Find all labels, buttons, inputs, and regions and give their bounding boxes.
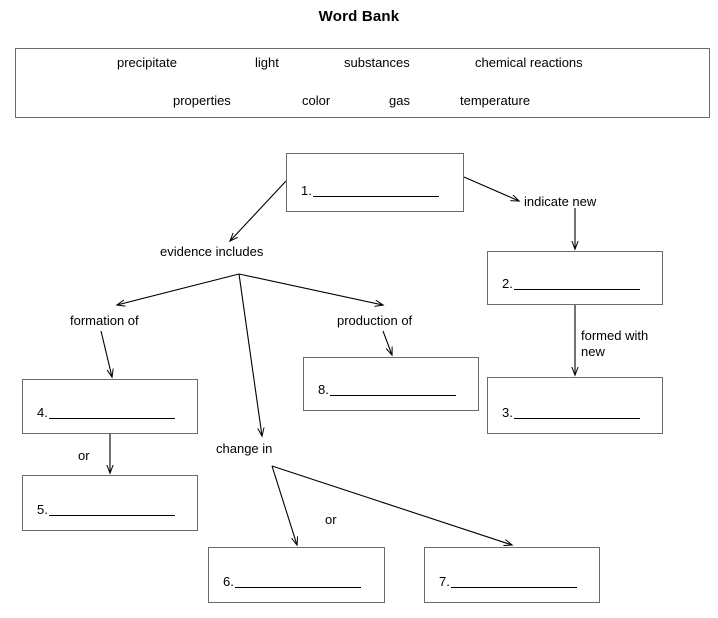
arrow-formation-to-node4: [100, 330, 112, 377]
answer-number-7: 7.: [439, 574, 450, 589]
answer-number-1: 1.: [301, 183, 312, 198]
answer-box-5[interactable]: 5.: [22, 475, 198, 531]
answer-number-5: 5.: [37, 502, 48, 517]
answer-box-4[interactable]: 4.: [22, 379, 198, 434]
label-production-of: production of: [337, 313, 413, 328]
answer-blank-6[interactable]: [234, 576, 361, 588]
label-formation-of: formation of: [70, 313, 139, 328]
label-evidence-includes: evidence includes: [160, 244, 264, 259]
answer-blank-3[interactable]: [513, 407, 640, 419]
answer-field-6[interactable]: 6.: [223, 575, 361, 588]
label-or-bottom: or: [325, 512, 337, 527]
answer-field-3[interactable]: 3.: [502, 406, 640, 419]
arrow-production-to-node8: [382, 330, 392, 355]
arrow-node1-to-evidence: [230, 180, 287, 241]
word-bank-word-chemical-reactions[interactable]: chemical reactions: [475, 55, 583, 70]
arrow-change-in-to-node6: [271, 465, 297, 545]
word-bank-word-substances[interactable]: substances: [344, 55, 410, 70]
page-title: Word Bank: [318, 8, 400, 25]
word-bank-word-gas[interactable]: gas: [389, 93, 410, 108]
answer-blank-5[interactable]: [48, 504, 175, 516]
arrow-evidence-to-production: [238, 273, 383, 305]
word-bank-box: [15, 48, 710, 118]
answer-number-2: 2.: [502, 276, 513, 291]
arrow-evidence-to-change-in: [238, 273, 262, 436]
answer-number-6: 6.: [223, 574, 234, 589]
arrow-node1-to-indicate-new: [463, 176, 519, 201]
word-bank-word-properties[interactable]: properties: [173, 93, 231, 108]
label-formed-with-new: formed with new: [581, 328, 649, 359]
answer-blank-2[interactable]: [513, 278, 640, 290]
answer-box-1[interactable]: 1.: [286, 153, 464, 212]
answer-blank-8[interactable]: [329, 384, 456, 396]
label-or-left: or: [78, 448, 90, 463]
answer-blank-7[interactable]: [450, 576, 577, 588]
answer-number-4: 4.: [37, 405, 48, 420]
answer-blank-4[interactable]: [48, 407, 175, 419]
answer-field-1[interactable]: 1.: [301, 184, 439, 197]
answer-box-6[interactable]: 6.: [208, 547, 385, 603]
answer-box-3[interactable]: 3.: [487, 377, 663, 434]
answer-box-8[interactable]: 8.: [303, 357, 479, 411]
answer-field-4[interactable]: 4.: [37, 406, 175, 419]
answer-box-7[interactable]: 7.: [424, 547, 600, 603]
word-bank-word-light[interactable]: light: [255, 55, 279, 70]
answer-field-7[interactable]: 7.: [439, 575, 577, 588]
arrow-evidence-to-formation: [117, 273, 240, 305]
answer-field-2[interactable]: 2.: [502, 277, 640, 290]
label-change-in: change in: [216, 441, 273, 456]
word-bank-word-color[interactable]: color: [302, 93, 331, 108]
answer-blank-1[interactable]: [312, 185, 439, 197]
answer-number-8: 8.: [318, 382, 329, 397]
word-bank-word-temperature[interactable]: temperature: [460, 93, 531, 108]
word-bank-word-precipitate[interactable]: precipitate: [117, 55, 177, 70]
answer-number-3: 3.: [502, 405, 513, 420]
answer-box-2[interactable]: 2.: [487, 251, 663, 305]
answer-field-5[interactable]: 5.: [37, 503, 175, 516]
answer-field-8[interactable]: 8.: [318, 383, 456, 396]
label-indicate-new: indicate new: [524, 194, 597, 209]
arrow-change-in-to-node7: [271, 465, 512, 545]
